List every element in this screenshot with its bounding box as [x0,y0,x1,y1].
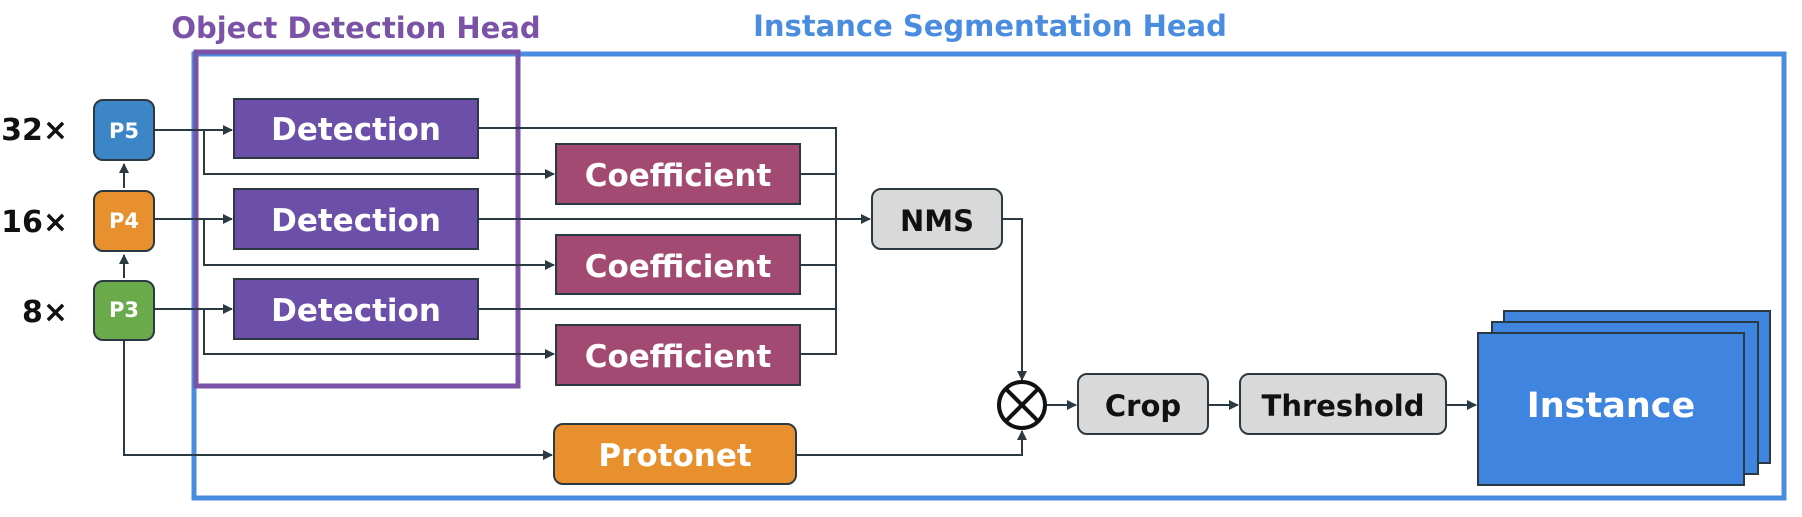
coefficient-box-p3: Coefficient [555,324,801,386]
pyramid-node-p3: P3 [93,280,155,341]
coefficient-box-p4: Coefficient [555,234,801,295]
multiply-operator-icon [997,380,1047,430]
detection-box-p4: Detection [233,188,479,250]
crop-label: Crop [1105,389,1181,423]
detection-box-p5: Detection [233,98,479,159]
pyramid-node-p4: P4 [93,190,155,252]
detection-label: Detection [271,203,441,239]
coefficient-label: Coefficient [585,158,772,194]
detection-label: Detection [271,112,441,148]
scale-label-8x: 8× [22,295,68,330]
scale-label-16x: 16× [1,205,68,240]
threshold-box: Threshold [1239,373,1447,435]
detection-box-p3: Detection [233,278,479,340]
crop-box: Crop [1077,373,1209,435]
pyramid-label-p3: P3 [109,298,139,322]
pyramid-label-p4: P4 [109,209,139,233]
instance-stack: Instance [1477,310,1771,486]
nms-box: NMS [871,188,1003,250]
pyramid-node-p5: P5 [93,99,155,161]
object-detection-title: Object Detection Head [171,11,540,45]
protonet-box: Protonet [553,423,797,485]
protonet-label: Protonet [598,438,752,474]
instance-label: Instance [1527,386,1696,426]
detection-label: Detection [271,293,441,329]
threshold-label: Threshold [1262,389,1425,423]
connectors [119,125,1477,460]
coefficient-label: Coefficient [585,339,772,375]
scale-label-32x: 32× [1,113,68,148]
instance-segmentation-title: Instance Segmentation Head [753,9,1227,43]
nms-label: NMS [900,204,974,238]
coefficient-box-p5: Coefficient [555,143,801,205]
coefficient-label: Coefficient [585,249,772,285]
pyramid-label-p5: P5 [109,119,139,143]
